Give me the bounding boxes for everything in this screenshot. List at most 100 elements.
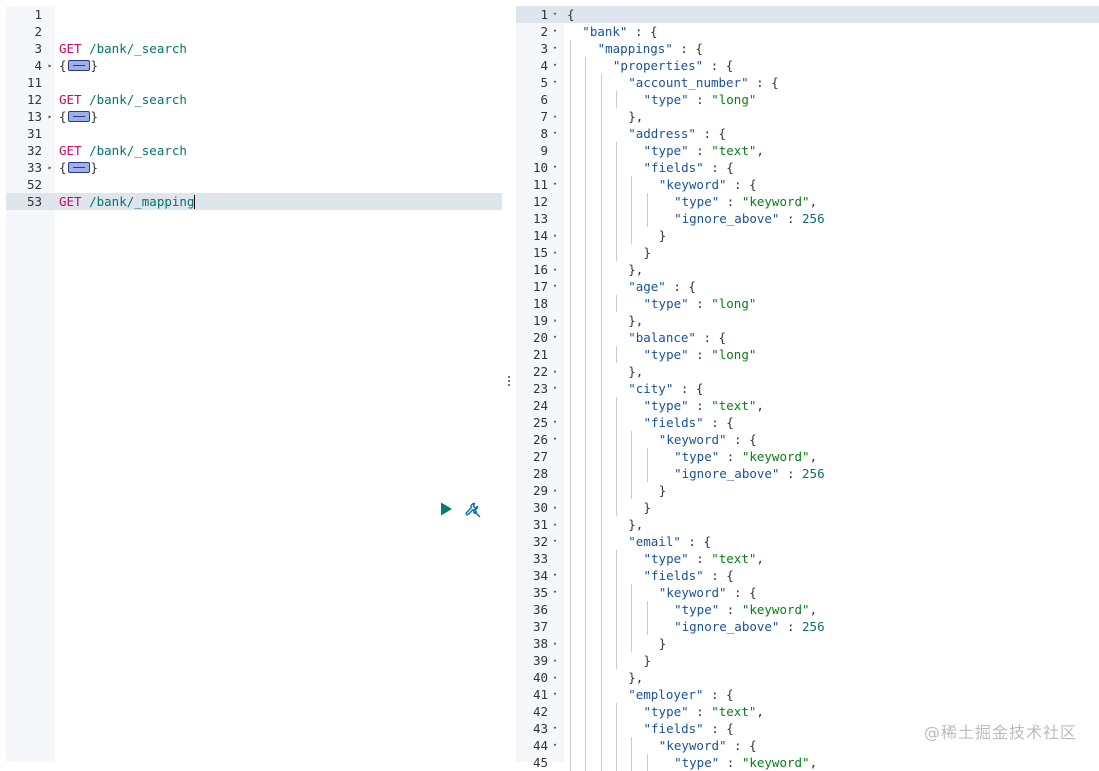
indent-guide (600, 142, 602, 159)
indent-guide (615, 737, 617, 754)
line-number: 39 (532, 653, 548, 668)
fold-toggle-icon[interactable]: ▾ (552, 418, 558, 426)
fold-toggle-icon[interactable]: ▴ (552, 639, 558, 647)
request-line[interactable]: 1 (6, 6, 502, 23)
fold-toggle-icon[interactable]: ▾ (552, 333, 558, 341)
fold-toggle-icon[interactable]: ▾ (552, 571, 558, 579)
fold-toggle-icon[interactable]: ▴ (552, 367, 558, 375)
indent-guide (570, 669, 571, 686)
json-key: "type" (674, 755, 720, 770)
indent-guide (585, 737, 587, 754)
json-text: "email" : { (628, 533, 711, 550)
pane-resize-handle[interactable] (502, 0, 516, 762)
wrench-icon[interactable] (464, 501, 482, 519)
json-text: "type" : "long" (644, 346, 757, 363)
fold-toggle-icon[interactable]: ▴ (552, 520, 558, 528)
fold-toggle-icon[interactable]: ▴ (552, 316, 558, 324)
indent-guide (600, 244, 602, 261)
fold-toggle-icon[interactable]: ▾ (552, 435, 558, 443)
fold-toggle-icon[interactable]: ▾ (552, 690, 558, 698)
fold-toggle-icon[interactable]: ▾ (552, 27, 558, 35)
response-line: 31▴}, (516, 516, 1099, 533)
indent-guide (615, 584, 617, 601)
json-key: "keyword" (658, 585, 727, 600)
indent-guide (600, 652, 602, 669)
json-punctuation: } (658, 228, 667, 243)
indent-guide (585, 635, 587, 652)
collapsed-block-icon[interactable] (67, 162, 90, 173)
fold-toggle-icon[interactable]: ▾ (552, 163, 558, 171)
indent-guide (600, 227, 602, 244)
indent-guide (570, 550, 571, 567)
fold-toggle-icon[interactable]: ▾ (552, 129, 558, 137)
json-punctuation: , (756, 704, 764, 719)
fold-toggle-icon[interactable]: ▾ (552, 384, 558, 392)
fold-toggle-icon[interactable]: ▴ (552, 231, 558, 239)
indent-guide (600, 125, 602, 142)
indent-guide (585, 618, 587, 635)
fold-toggle-icon[interactable]: ▾ (552, 78, 558, 86)
fold-toggle-icon[interactable]: ▴ (552, 503, 558, 511)
fold-toggle-icon[interactable]: ▸ (47, 61, 53, 70)
response-viewer[interactable]: 1▾{2▾"bank" : {3▾"mappings" : {4▾"proper… (516, 0, 1099, 771)
request-line[interactable]: 31 (6, 125, 502, 142)
request-line[interactable]: 11 (6, 74, 502, 91)
json-text: "mappings" : { (598, 40, 703, 57)
fold-toggle-icon[interactable]: ▸ (47, 112, 53, 121)
indent-guide (570, 142, 571, 159)
fold-toggle-icon[interactable]: ▾ (552, 741, 558, 749)
fold-toggle-icon[interactable]: ▾ (552, 588, 558, 596)
request-code-area[interactable] (55, 6, 502, 762)
fold-toggle-icon[interactable]: ▾ (552, 282, 558, 290)
indent-guide (570, 635, 571, 652)
fold-toggle-icon[interactable]: ▴ (552, 656, 558, 664)
request-line[interactable]: 33▸{} (6, 159, 502, 176)
fold-toggle-icon[interactable]: ▴ (552, 248, 558, 256)
json-number: 256 (802, 211, 825, 226)
indent-guide (631, 465, 633, 482)
fold-toggle-icon[interactable]: ▴ (552, 486, 558, 494)
json-string: "text" (711, 398, 757, 413)
play-icon[interactable] (438, 501, 454, 517)
brace: { (59, 109, 67, 124)
json-text: "type" : "long" (644, 295, 757, 312)
json-text: }, (628, 363, 643, 380)
request-line[interactable]: 2 (6, 23, 502, 40)
collapsed-block-icon[interactable] (67, 111, 90, 122)
request-line[interactable]: 4▸{} (6, 57, 502, 74)
fold-toggle-icon[interactable]: ▴ (552, 673, 558, 681)
json-punctuation: , (756, 398, 764, 413)
indent-guide (646, 193, 648, 210)
fold-toggle-icon[interactable]: ▾ (552, 44, 558, 52)
fold-toggle-icon[interactable]: ▾ (552, 180, 558, 188)
response-line: 22▴}, (516, 363, 1099, 380)
line-number: 2 (34, 24, 42, 39)
request-line[interactable]: 52 (6, 176, 502, 193)
indent-guide (585, 448, 587, 465)
collapsed-block-icon[interactable] (67, 60, 90, 71)
indent-guide (615, 448, 617, 465)
fold-toggle-icon[interactable]: ▾ (552, 10, 558, 18)
response-line: 8▾"address" : { (516, 125, 1099, 142)
response-line: 3▾"mappings" : { (516, 40, 1099, 57)
fold-toggle-icon[interactable]: ▴ (552, 265, 558, 273)
indent-guide (585, 703, 587, 720)
json-string: "long" (711, 92, 757, 107)
request-line[interactable]: 13▸{} (6, 108, 502, 125)
indent-guide (600, 210, 602, 227)
response-line: 24"type" : "text", (516, 397, 1099, 414)
response-line: 1▾{ (516, 6, 1099, 23)
fold-toggle-icon[interactable]: ▾ (552, 537, 558, 545)
drag-handle-icon[interactable] (507, 376, 511, 390)
fold-toggle-icon[interactable]: ▴ (552, 112, 558, 120)
request-path: /bank/_mapping (81, 194, 195, 209)
fold-toggle-icon[interactable]: ▾ (552, 724, 558, 732)
fold-toggle-icon[interactable]: ▸ (47, 163, 53, 172)
line-number: 7 (540, 109, 548, 124)
fold-toggle-icon[interactable]: ▾ (552, 61, 558, 69)
